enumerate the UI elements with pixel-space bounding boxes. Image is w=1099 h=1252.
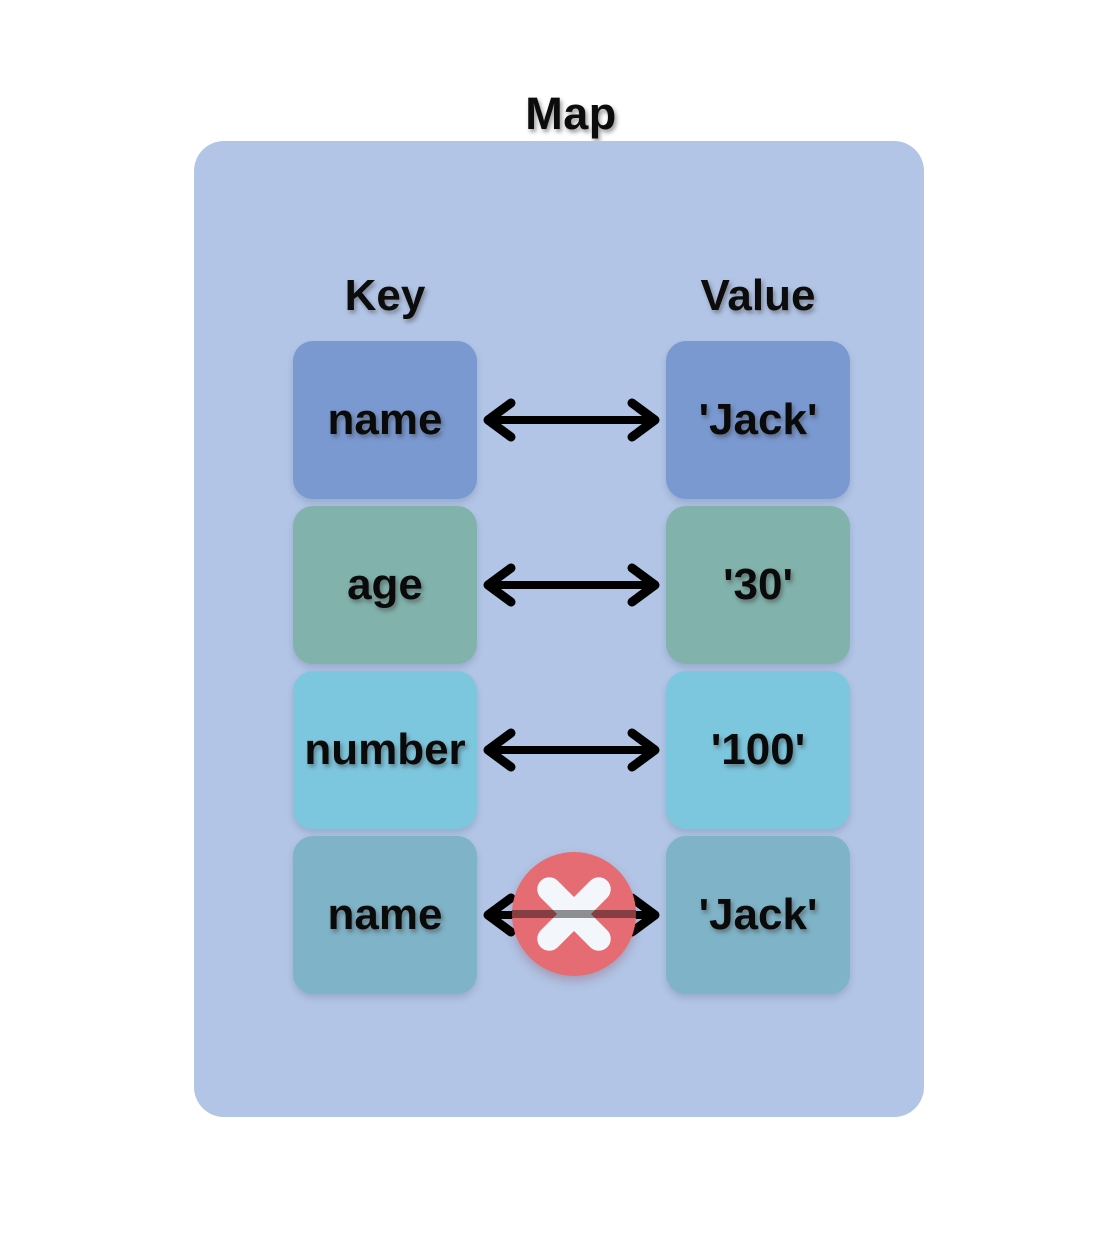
key-box: name [293,341,477,499]
key-label: number [304,725,466,774]
value-label: '30' [723,560,793,609]
bidirectional-arrow-icon [477,341,666,499]
key-box: number [293,671,477,829]
key-box: name [293,836,477,994]
bidirectional-arrow-icon [477,506,666,664]
key-label: name [327,395,443,444]
key-label: age [347,560,423,609]
diagram-title: Map [525,88,617,139]
key-label: name [327,890,443,939]
map-entry-row: name 'Jack' [194,836,924,994]
value-box: 'Jack' [666,836,850,994]
value-box: '100' [666,671,850,829]
map-entry-row: age '30' [194,506,924,664]
map-entry-row: number '100' [194,671,924,829]
value-label: 'Jack' [698,890,818,939]
value-box: '30' [666,506,850,664]
map-container: Key Value name 'Jack' age [194,141,924,1117]
cross-circle-icon [512,852,636,976]
value-label: 'Jack' [698,395,818,444]
bidirectional-arrow-icon [477,671,666,829]
key-box: age [293,506,477,664]
key-column-header: Key [344,271,426,320]
value-label: '100' [710,725,806,774]
value-column-header: Value [700,271,816,320]
value-box: 'Jack' [666,341,850,499]
arrow-line-through-icon [512,910,636,918]
map-entry-row: name 'Jack' [194,341,924,499]
